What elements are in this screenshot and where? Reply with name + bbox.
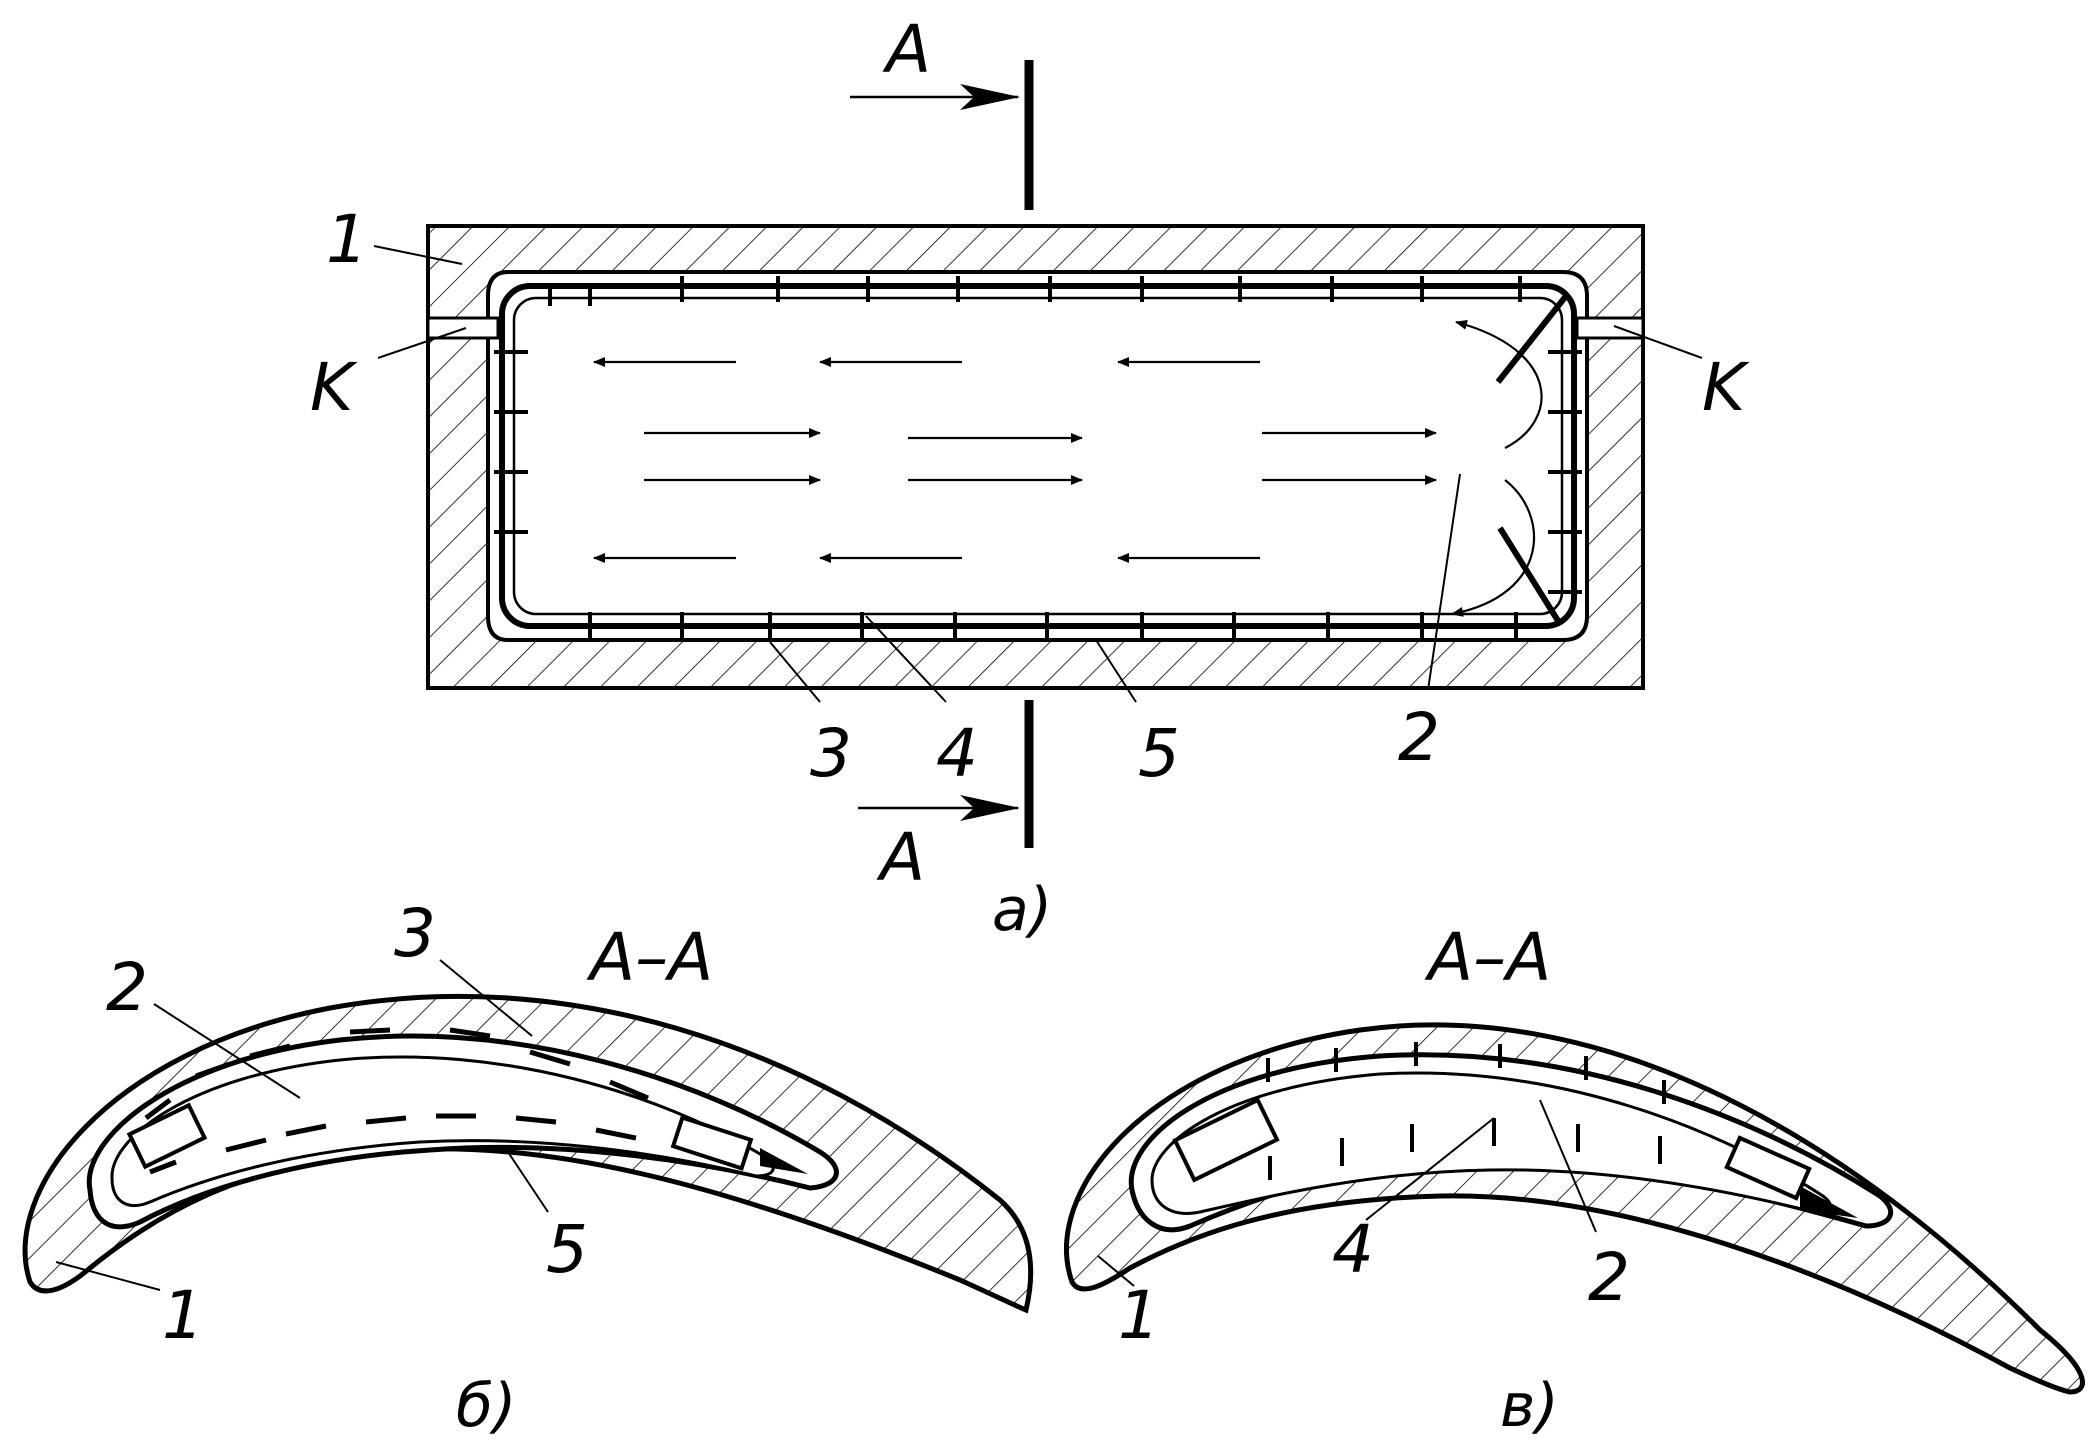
view-v-title: A–A xyxy=(1424,919,1551,996)
view-b-label-5: 5 xyxy=(546,1211,588,1288)
view-v-label-2: 2 xyxy=(1588,1239,1630,1316)
ribs-top xyxy=(548,276,1522,306)
deflector-upper xyxy=(1495,294,1569,384)
insert-shell xyxy=(499,283,1577,629)
flow-arrows xyxy=(593,320,1543,617)
ribs-bottom xyxy=(588,612,1518,638)
section-letter-top: A xyxy=(882,11,931,88)
blade-v-wedge xyxy=(1800,1186,1858,1218)
label-channel-k-right: K xyxy=(1702,349,1750,426)
blade-b-block-left xyxy=(126,1102,208,1170)
ribs-right xyxy=(1548,350,1582,594)
label-5: 5 xyxy=(1138,715,1180,792)
blade-b-block-right xyxy=(670,1115,754,1171)
leaders-b xyxy=(55,959,549,1291)
view-b: A–A 2 3 1 5 б) xyxy=(22,895,1034,1441)
blade-b-insert xyxy=(110,1055,775,1208)
deflector-lower xyxy=(1497,526,1563,626)
section-view-a: A A 1 K K 2 3 4 5 a) xyxy=(310,11,1750,945)
label-casing: 1 xyxy=(326,201,368,278)
blade-v-ribs xyxy=(1266,1042,1666,1180)
view-b-label-3: 3 xyxy=(394,895,436,972)
channel-k-right xyxy=(1575,316,1645,340)
leaders-a xyxy=(373,245,1703,703)
blade-b-wedge xyxy=(760,1148,808,1174)
view-b-title: A–A xyxy=(586,919,713,996)
view-b-label-2: 2 xyxy=(106,949,148,1026)
label-insert: 2 xyxy=(1398,699,1440,776)
leaders-v xyxy=(1097,1099,1597,1287)
label-channel-k-left: K xyxy=(310,349,358,426)
blade-v-block-right xyxy=(1724,1135,1812,1201)
view-v-label-1: 1 xyxy=(1118,1277,1160,1354)
ribs-left xyxy=(494,350,528,534)
view-b-label-1: 1 xyxy=(162,1277,204,1354)
label-4: 4 xyxy=(936,715,978,792)
blade-v-insert xyxy=(1150,1071,1832,1215)
insert-shell-inner xyxy=(512,296,1564,616)
view-v: A–A 1 4 2 в) xyxy=(1064,919,2085,1441)
blade-v-block-left xyxy=(1172,1097,1280,1183)
view-v-label-4: 4 xyxy=(1332,1211,1374,1288)
label-3: 3 xyxy=(810,715,852,792)
casing-wall xyxy=(426,224,1645,690)
blade-b-ribs xyxy=(144,1027,649,1175)
caption-a: a) xyxy=(992,875,1052,945)
caption-v: в) xyxy=(1500,1371,1559,1441)
caption-b: б) xyxy=(456,1371,516,1441)
section-letter-bottom: A xyxy=(876,819,925,896)
